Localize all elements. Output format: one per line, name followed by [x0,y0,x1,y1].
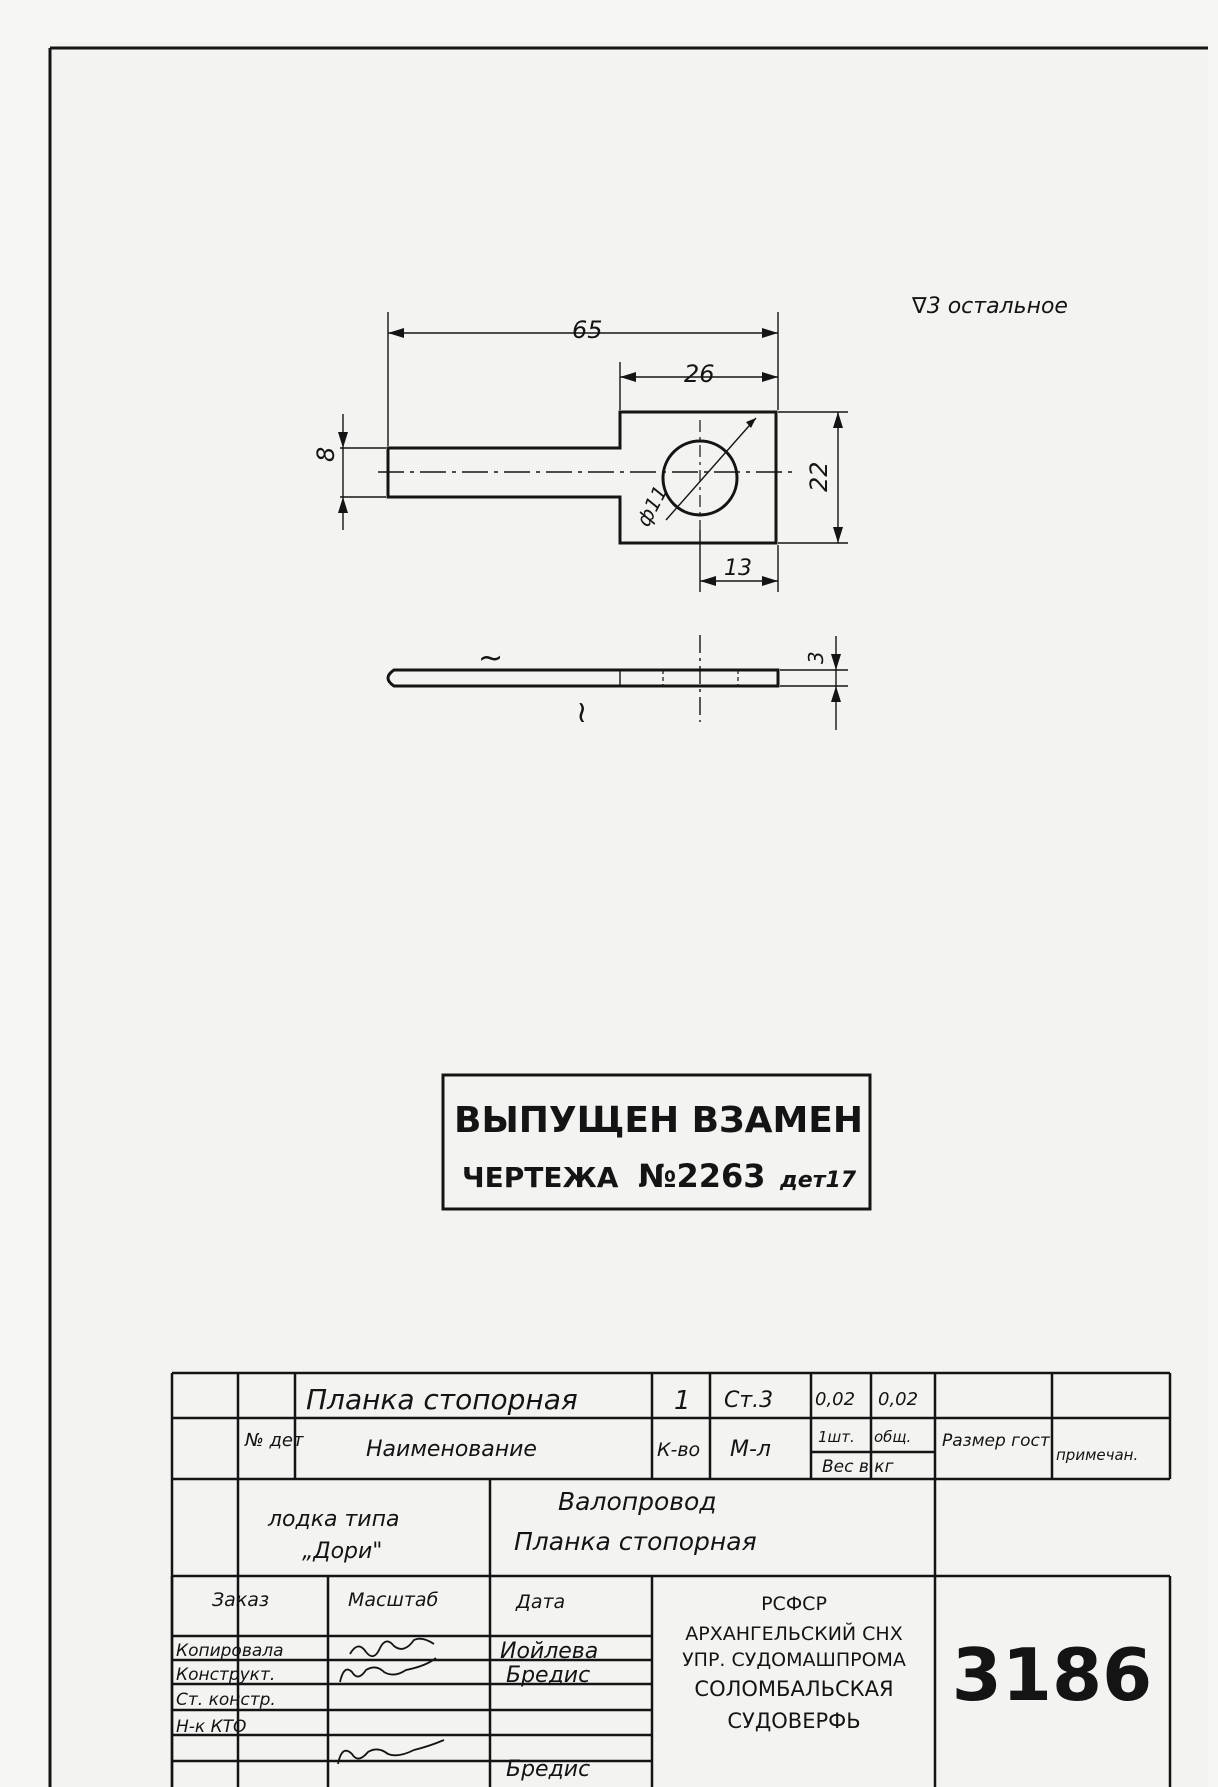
signature-role: Копировала [176,1641,284,1661]
diameter-leader [665,417,757,521]
org-line: СУДОВЕРФЬ [727,1709,860,1733]
arrow [746,418,756,428]
org-line: УПР. СУДОМАШПРОМА [682,1649,906,1671]
weight-total-value: 0,02 [878,1389,918,1410]
signature-scribble [337,1739,445,1765]
signature-role: Конструкт. [176,1665,275,1685]
part-name: Планка стопорная [306,1383,578,1416]
drawing-number: 3186 [952,1633,1152,1717]
stamp-border [441,1073,872,1211]
org-line: АРХАНГЕЛЬСКИЙ СНХ [685,1622,902,1645]
boat-type-label: лодка типа [267,1507,399,1532]
header-size: Размер гост [942,1431,1051,1451]
org-line: РСФСР [761,1593,827,1615]
break-symbol-bottom: ~ [564,700,599,725]
dim-3-label: 3 [804,651,828,664]
title-block [170,1371,1172,1787]
part-title: Планка стопорная [514,1527,757,1556]
dimension-overall-length: 65 [387,312,779,446]
header-qty: К-во [657,1439,700,1461]
weight-unit-value: 0,02 [815,1389,855,1410]
header-note: примечан. [1056,1446,1138,1464]
break-symbol-top: ~ [478,641,503,676]
order-label: Заказ [212,1589,269,1611]
part-outline [386,410,778,545]
header-weight-total: общ. [874,1428,911,1446]
dimension-head-width: 26 [619,360,778,410]
dimension-hole-offset: 13 [699,530,779,592]
scale-label: Масштаб [348,1589,439,1611]
dim-13-label: 13 [724,556,752,581]
dimension-shank-width: 8 [312,414,386,530]
signature-role: Ст. констр. [176,1690,276,1710]
org-line: СОЛОМБАЛЬСКАЯ [694,1677,893,1701]
stamp-line-1: ВЫПУЩЕН ВЗАМЕН [454,1100,863,1141]
stamp-line-2-prefix: ЧЕРТЕЖА [462,1161,619,1194]
header-weight-caption: Вес в кг [822,1457,894,1477]
stamp-line-2-number: №2263 [638,1157,766,1195]
signature-scribble [349,1637,435,1658]
date-label: Дата [515,1591,565,1613]
organization-block: РСФСР АРХАНГЕЛЬСКИЙ СНХ УПР. СУДОМАШПРОМ… [682,1593,906,1733]
side-outline [386,668,780,688]
dimension-head-height: 22 [778,411,848,544]
signature-role: Н-к КТО [176,1717,246,1737]
signature-name: Бредис [506,1757,590,1782]
part-qty: 1 [674,1386,691,1416]
boat-name: „Дори" [302,1539,382,1564]
dim-65-label: 65 [572,316,603,344]
dim-8-label: 8 [312,447,340,462]
part-material: Ст.3 [724,1388,773,1413]
reissue-stamp: ВЫПУЩЕН ВЗАМЕН ЧЕРТЕЖА №2263 дет17 [441,1073,872,1211]
header-weight-unit: 1шт. [818,1428,855,1446]
signature-name: Иойлева [500,1639,598,1664]
header-num-det: № дет [244,1430,304,1451]
part-side-view: ~ ~ 3 [386,635,848,730]
header-name: Наименование [366,1437,537,1462]
assembly-name: Валопровод [558,1487,717,1516]
dim-22-label: 22 [805,461,833,492]
dim-26-label: 26 [684,360,715,388]
stamp-line-2-suffix: дет17 [779,1168,857,1193]
header-material: М-л [730,1437,771,1462]
signature-rows: Копировала Иойлева Конструкт. Бредис Ст.… [176,1637,598,1782]
surface-finish-note: ∇3 остальное [911,294,1068,319]
signature-name: Бредис [506,1663,590,1688]
signature-scribble [339,1657,437,1683]
